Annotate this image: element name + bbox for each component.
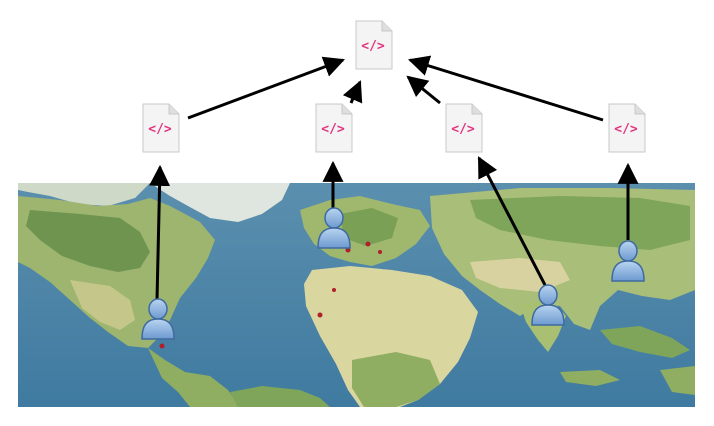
edge-file-americas-to-root <box>187 56 345 120</box>
node-file-india: </> <box>445 103 483 153</box>
edges <box>149 55 639 301</box>
edge-file-east-asia-to-root <box>407 55 604 122</box>
edge-file-europe-to-root <box>342 80 363 104</box>
world-map-background <box>18 183 695 407</box>
code-label: </> <box>451 122 475 137</box>
edge-user-americas-to-file-americas <box>149 164 171 301</box>
code-label: </> <box>614 122 638 137</box>
node-root-file: </> <box>355 20 393 70</box>
code-label: </> <box>361 39 385 54</box>
edge-file-india-to-root <box>406 75 441 105</box>
node-file-americas: </> <box>142 103 180 153</box>
node-file-east-asia: </> <box>608 103 646 153</box>
edge-user-india-to-file-india <box>477 156 547 286</box>
node-file-europe: </> <box>315 103 353 153</box>
code-label: </> <box>321 122 345 137</box>
code-label: </> <box>148 122 172 137</box>
